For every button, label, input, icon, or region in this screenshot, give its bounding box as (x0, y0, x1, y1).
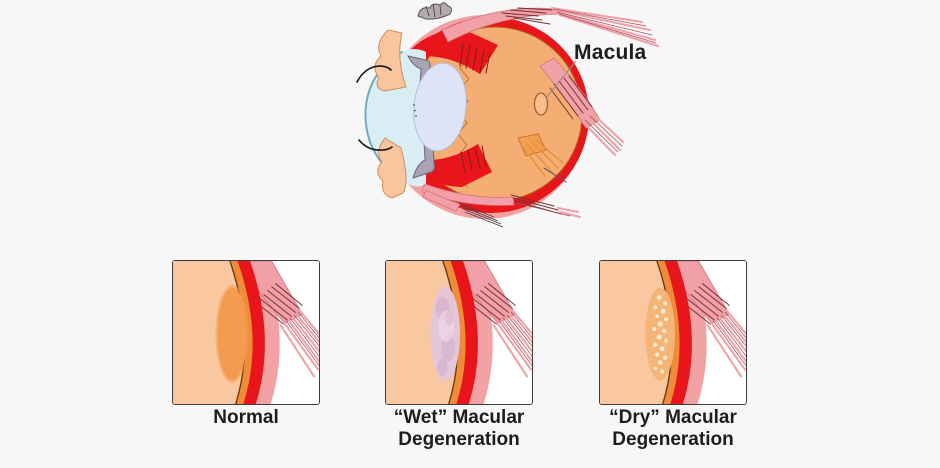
ciliary-body-red (402, 29, 498, 187)
panel-normal-label: Normal (213, 407, 278, 429)
panel-normal-label-line1: Normal (213, 407, 279, 428)
macula-wet (430, 286, 460, 382)
eyelid-skin (374, 29, 407, 199)
dry-macula-illustration (600, 261, 746, 404)
macula-label: Macula (574, 41, 647, 64)
panel-dry-label-line1: “Dry” Macular (609, 407, 737, 428)
macula-dry (645, 287, 675, 381)
panel-dry-label: “Dry” Macular Degeneration (609, 407, 737, 451)
normal-macula-illustration (173, 261, 319, 404)
superior-rectus-muscle (441, 6, 660, 48)
lateral-rectus-muscle (539, 57, 625, 157)
eyelashes (356, 65, 393, 151)
macula-pointer-line (545, 60, 577, 99)
panel-normal: Normal (172, 260, 320, 428)
inferior-oblique-orange-fan (517, 133, 567, 183)
inferior-rectus-muscle (421, 183, 582, 219)
macula-spot (533, 92, 549, 116)
wet-macula-illustration (386, 261, 532, 404)
panel-wet: “Wet” Macular Degeneration (385, 260, 533, 450)
panel-dry-box (599, 260, 747, 405)
inferior-oblique-muscle (422, 189, 504, 228)
panel-wet-label-line2: Degeneration (398, 429, 520, 450)
panel-dry-label-line2: Degeneration (612, 429, 734, 450)
panel-wet-label-line1: “Wet” Macular (393, 407, 525, 428)
macula-normal (215, 284, 249, 384)
panel-wet-label: “Wet” Macular Degeneration (394, 407, 525, 451)
eye-cross-section-illustration (356, 2, 660, 228)
panel-wet-box (385, 260, 533, 405)
zonule-dots (413, 104, 417, 117)
panel-dry: “Dry” Macular Degeneration (599, 260, 747, 450)
superior-oblique-tendon (417, 2, 453, 20)
panel-normal-box (172, 260, 320, 405)
drusen-dots (652, 295, 669, 374)
